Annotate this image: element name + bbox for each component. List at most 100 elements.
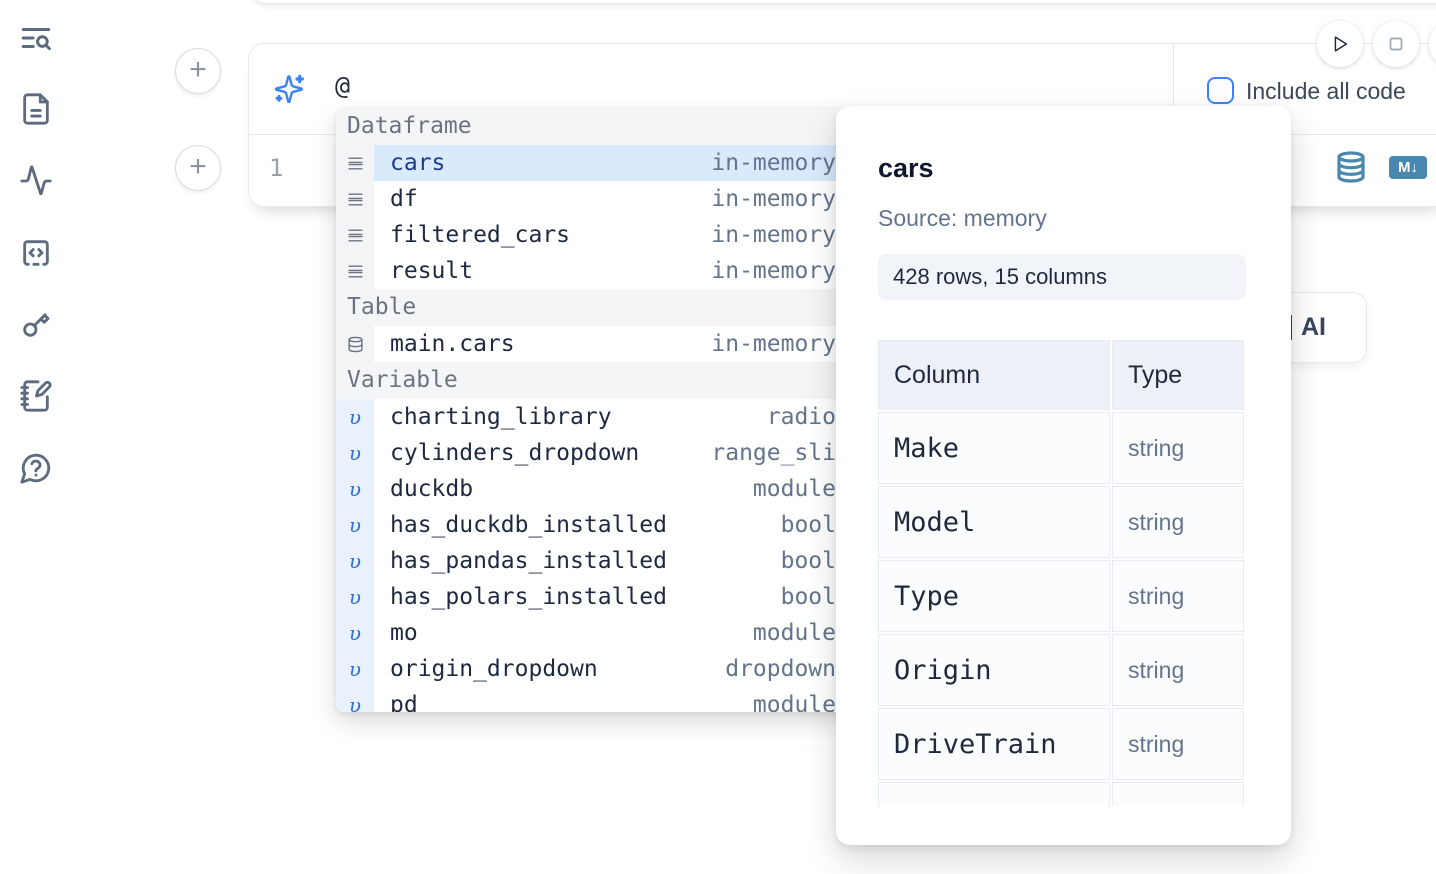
file-text-icon[interactable]	[19, 92, 55, 128]
schema-column-cell: Type	[878, 560, 1110, 632]
item-type: bool	[780, 512, 836, 538]
item-name: cylinders_dropdown	[390, 440, 640, 466]
item-name: has_duckdb_installed	[390, 512, 667, 538]
run-cell-button[interactable]	[1317, 21, 1363, 67]
variable-icon: υ	[348, 441, 362, 465]
autocomplete-section-header: Variable	[336, 362, 850, 399]
variable-icon: υ	[348, 549, 362, 573]
schema-type-cell: string	[1112, 486, 1244, 558]
item-name: cars	[390, 150, 446, 176]
add-cell-button-bottom[interactable]: +	[175, 145, 221, 191]
item-type: in-memory	[711, 258, 836, 284]
autocomplete-item-df[interactable]: df in-memory	[336, 181, 850, 217]
autocomplete-item-mo[interactable]: υ mo module	[336, 615, 850, 651]
rows-icon	[347, 156, 363, 170]
item-name: mo	[390, 620, 418, 646]
previous-cell-edge	[252, 0, 1436, 4]
key-icon[interactable]	[19, 307, 55, 343]
variable-gutter-icon: υ	[336, 435, 374, 471]
item-type: in-memory	[711, 186, 836, 212]
notebook-pen-icon[interactable]	[19, 379, 55, 415]
schema-column-cell: Model	[878, 486, 1110, 558]
item-type: module	[752, 620, 836, 646]
variable-gutter-icon: υ	[336, 687, 374, 712]
activity-icon[interactable]	[19, 164, 55, 200]
item-type: module	[752, 476, 836, 502]
autocomplete-item-duckdb[interactable]: υ duckdb module	[336, 471, 850, 507]
play-icon	[1334, 36, 1348, 52]
variable-gutter-icon: υ	[336, 579, 374, 615]
convert-to-markdown-icon[interactable]: M↓	[1389, 156, 1427, 179]
item-type: in-memory	[711, 150, 836, 176]
item-name: has_pandas_installed	[390, 548, 667, 574]
dataframe-gutter-icon	[336, 145, 374, 181]
variable-gutter-icon: υ	[336, 651, 374, 687]
convert-to-sql-database-icon[interactable]	[1335, 151, 1367, 183]
preview-shape-badge: 428 rows, 15 columns	[878, 254, 1246, 300]
item-name: pd	[390, 692, 418, 712]
line-number: 1	[269, 154, 284, 182]
item-name: df	[390, 186, 418, 212]
schema-type-cell: string	[1112, 412, 1244, 484]
partial-toolbar-button[interactable]	[1429, 21, 1436, 67]
schema-header-column: Column	[878, 340, 1110, 410]
sparkles-ai-icon	[273, 73, 305, 105]
variable-icon: υ	[348, 585, 362, 609]
variable-gutter-icon: υ	[336, 615, 374, 651]
ai-prompt-input[interactable]: @	[335, 71, 351, 100]
dataframe-gutter-icon	[336, 181, 374, 217]
item-type: in-memory	[711, 222, 836, 248]
item-type: bool	[780, 584, 836, 610]
variable-gutter-icon: υ	[336, 399, 374, 435]
schema-type-cell: string	[1112, 708, 1244, 780]
item-type: radio	[766, 404, 836, 430]
autocomplete-section-header: Table	[336, 289, 850, 326]
add-cell-button-top[interactable]: +	[175, 48, 221, 94]
ai-button-label: AI	[1301, 313, 1326, 341]
schema-header-type: Type	[1112, 340, 1244, 410]
stop-button[interactable]	[1373, 21, 1419, 67]
rows-icon	[347, 228, 363, 242]
schema-column-cell	[878, 782, 1110, 806]
divider	[1173, 44, 1174, 134]
stop-icon	[1389, 37, 1403, 51]
item-name: origin_dropdown	[390, 656, 598, 682]
item-name: filtered_cars	[390, 222, 571, 248]
rows-icon	[347, 264, 363, 278]
dataframe-gutter-icon	[336, 253, 374, 289]
text-search-icon[interactable]	[19, 21, 55, 57]
variable-icon: υ	[348, 657, 362, 681]
dataframe-preview-panel: cars Source: memory 428 rows, 15 columns…	[836, 106, 1291, 845]
variable-icon: υ	[348, 693, 362, 712]
help-chat-icon[interactable]	[19, 451, 55, 487]
schema-type-cell: string	[1112, 634, 1244, 706]
autocomplete-section-header: Dataframe	[336, 108, 850, 145]
dataframe-gutter-icon	[336, 217, 374, 253]
autocomplete-item-filtered_cars[interactable]: filtered_cars in-memory	[336, 217, 850, 253]
snippets-code-icon[interactable]	[19, 236, 55, 272]
variable-icon: υ	[348, 477, 362, 501]
autocomplete-item-cars[interactable]: cars in-memory	[336, 145, 850, 181]
variable-gutter-icon: υ	[336, 543, 374, 579]
schema-column-cell: DriveTrain	[878, 708, 1110, 780]
item-type: range_sli	[711, 440, 836, 466]
database-icon	[347, 336, 363, 352]
item-name: duckdb	[390, 476, 474, 502]
variable-icon: υ	[348, 405, 362, 429]
include-all-code-checkbox[interactable]	[1207, 77, 1234, 104]
table-gutter-icon	[336, 326, 374, 362]
autocomplete-item-has_duckdb_installed[interactable]: υ has_duckdb_installed bool	[336, 507, 850, 543]
variable-icon: υ	[348, 621, 362, 645]
rows-icon	[347, 192, 363, 206]
preview-title: cars	[878, 153, 934, 183]
variable-icon: υ	[348, 513, 362, 537]
autocomplete-item-cylinders_dropdown[interactable]: υ cylinders_dropdown range_sli	[336, 435, 850, 471]
